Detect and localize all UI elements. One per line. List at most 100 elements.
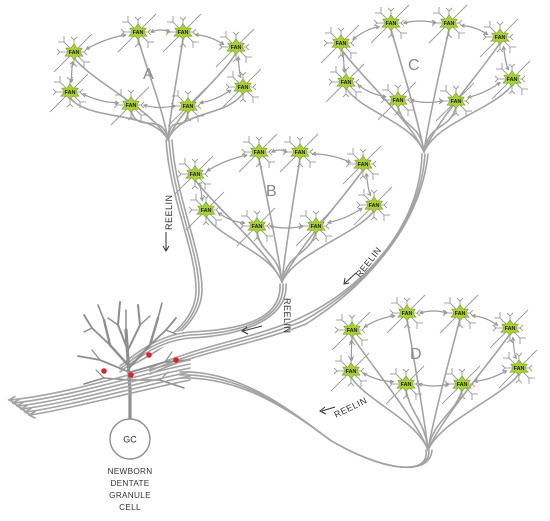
fan-soma (502, 70, 522, 88)
cluster-label: D (410, 346, 422, 363)
fan-soma (500, 319, 520, 337)
fan-neuron: FAN (385, 365, 425, 405)
fan-label: FAN (507, 77, 518, 83)
cluster-links (349, 310, 517, 387)
fan-soma (336, 73, 356, 91)
reciprocal-link (461, 25, 488, 35)
fan-soma (364, 196, 384, 214)
gc-label: GC (123, 435, 137, 445)
fan-soma (396, 375, 416, 393)
fan-neuron: FAN (353, 186, 393, 226)
output-axon (21, 371, 191, 410)
fan-label: FAN (444, 21, 455, 27)
fan-soma (452, 375, 472, 393)
cluster-links (69, 28, 242, 109)
fan-label: FAN (238, 85, 249, 91)
cluster-axons (350, 318, 520, 451)
fan-soma (247, 217, 267, 235)
fan-soma (381, 14, 401, 32)
reciprocal-link (419, 310, 448, 314)
caption-line: NEWBORN (108, 467, 153, 476)
fan-soma (490, 28, 510, 46)
fan-label: FAN (451, 99, 462, 105)
fan-neuron: FAN (498, 349, 538, 389)
cluster-label: A (143, 66, 154, 83)
fan-neuron: FAN (185, 191, 225, 231)
reciprocal-link (269, 225, 304, 229)
reelin-text: REELIN (164, 194, 174, 230)
fan-soma (290, 143, 310, 161)
fan-label: FAN (401, 382, 412, 388)
fan-label: FAN (386, 21, 397, 27)
fan-label: FAN (455, 311, 466, 317)
fan-label: FAN (336, 41, 347, 47)
fan-neuron: FAN (435, 82, 475, 122)
fan-neuron: FAN (174, 155, 214, 195)
fan-soma (342, 321, 362, 339)
fan-neuron: FAN (342, 145, 382, 185)
fan-soma (196, 201, 216, 219)
cluster-label: B (266, 183, 277, 200)
fan-neuron: FAN (53, 33, 93, 73)
cluster-links (197, 148, 372, 229)
synapse-dot (128, 372, 134, 378)
fan-label: FAN (178, 30, 189, 36)
fan-label: FAN (65, 90, 76, 96)
reciprocal-link (403, 20, 437, 24)
reelin-arrow-d (319, 406, 336, 415)
fan-soma (128, 23, 148, 41)
fan-soma (331, 34, 351, 52)
reciprocal-link (86, 34, 126, 50)
reciprocal-link (206, 154, 247, 172)
reciprocal-link (474, 370, 507, 382)
fan-neuron: FAN (215, 28, 255, 68)
fan-neuron: FAN (295, 207, 335, 247)
output-axon (17, 367, 191, 407)
fan-soma (121, 96, 141, 114)
fan-label: FAN (358, 162, 369, 168)
fan-neuron: FAN (117, 13, 157, 53)
fan-label: FAN (231, 45, 242, 51)
output-axon (25, 375, 191, 413)
fan-label: FAN (69, 50, 80, 56)
reciprocal-link (418, 383, 450, 387)
reelin-arrow-c (343, 272, 357, 285)
fan-label: FAN (183, 104, 194, 110)
fan-soma (226, 38, 246, 56)
fan-label: FAN (457, 382, 468, 388)
reciprocal-link (195, 34, 224, 45)
reelin-label-d: REELIN (332, 395, 368, 420)
reciprocal-link (352, 26, 380, 40)
reciprocal-link (82, 93, 119, 104)
fan-neuron: FAN (325, 63, 365, 103)
fan-label: FAN (201, 208, 212, 214)
reciprocal-link (312, 153, 351, 163)
reciprocal-link (363, 372, 394, 383)
synapse-dot (146, 352, 152, 358)
fan-neuron: FAN (479, 18, 519, 58)
fan-soma (341, 362, 361, 380)
output-axon (13, 363, 191, 404)
fan-neuron: FAN (428, 4, 468, 44)
fan-soma (397, 304, 417, 322)
caption-line: DENTATE (110, 479, 149, 488)
fan-label: FAN (341, 80, 352, 86)
fan-neuron: FAN (441, 365, 481, 405)
fan-neuron: FAN (110, 86, 150, 126)
fan-label: FAN (346, 369, 357, 375)
cluster-axons (194, 157, 375, 283)
fan-neuron: FAN (491, 60, 531, 100)
reciprocal-link (467, 82, 501, 98)
fan-neuron: FAN (386, 294, 426, 334)
fan-soma (509, 359, 529, 377)
reelin-label-a: REELIN (164, 194, 174, 230)
fan-neuron: FAN (238, 133, 278, 173)
fan-neuron: FAN (222, 68, 262, 108)
fan-label: FAN (252, 224, 263, 230)
fan-neuron: FAN (330, 352, 370, 392)
fan-neuron: FAN (49, 73, 89, 113)
fan-soma (306, 217, 326, 235)
